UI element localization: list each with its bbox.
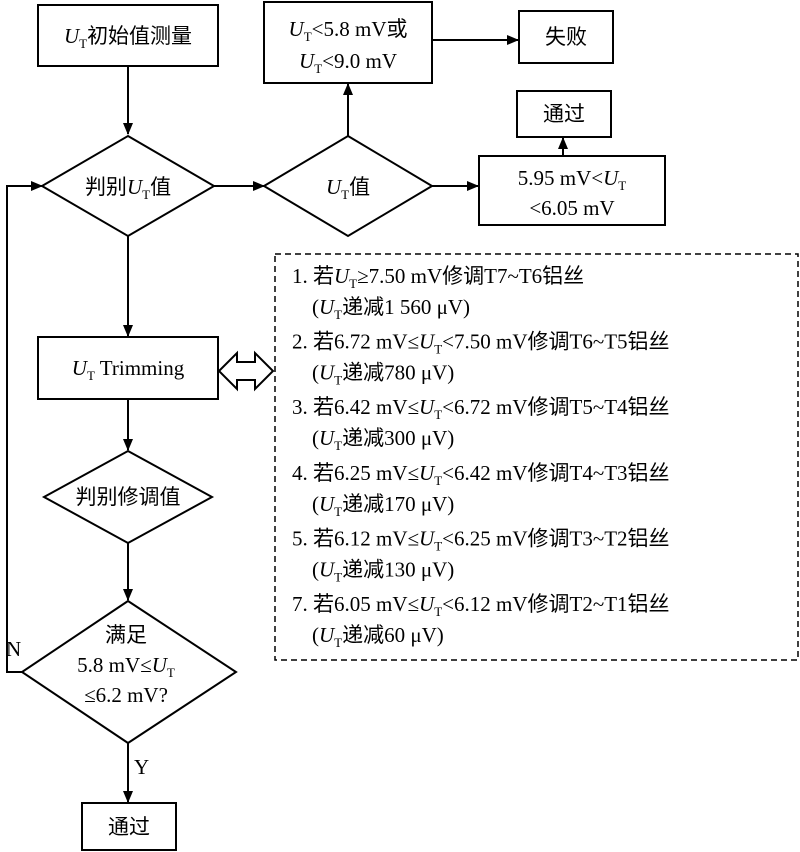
node-pass-top-label: 通过 xyxy=(543,102,585,126)
node-trimming: UT Trimming xyxy=(37,336,219,400)
rules-list: 1. 若UT≥7.50 mV修调T7~T6铝丝 (UT递减1 560 μV) 2. … xyxy=(292,264,670,650)
node-ut-value-label: UT值 xyxy=(326,175,370,202)
satisfy-line2: 5.8 mV≤UT xyxy=(77,653,175,680)
satisfy-line1: 满足 xyxy=(105,623,147,647)
rule-1-condition: 1. 若UT≥7.50 mV修调T7~T6铝丝 xyxy=(292,264,584,291)
node-ut-value: UT值 xyxy=(262,134,434,238)
node-pass-bottom: 通过 xyxy=(81,802,177,851)
rule-3-decrement: (UT递减300 μV) xyxy=(312,426,454,453)
pass-condition-line2: <6.05 mV xyxy=(529,196,614,220)
edge-label-yes: Y xyxy=(134,755,149,779)
rule-6-condition: 7. 若6.05 mV≤UT<6.12 mV修调T2~T1铝丝 xyxy=(292,592,670,619)
node-satisfy: 满足 5.8 mV≤UT ≤6.2 mV? xyxy=(20,599,238,745)
rule-2-condition: 2. 若6.72 mV≤UT<7.50 mV修调T6~T5铝丝 xyxy=(292,330,670,357)
node-pass-condition: 5.95 mV<UT <6.05 mV xyxy=(478,155,666,226)
rule-4-condition: 4. 若6.25 mV≤UT<6.42 mV修调T4~T3铝丝 xyxy=(292,461,670,488)
node-judge-trim-label: 判别修调值 xyxy=(76,485,181,509)
rule-6-decrement: (UT递减60 μV) xyxy=(312,623,444,650)
connectors xyxy=(6,35,568,803)
rule-5-condition: 5. 若6.12 mV≤UT<6.25 mV修调T3~T2铝丝 xyxy=(292,526,670,553)
double-arrow-link xyxy=(217,350,275,392)
rule-1-decrement: (UT递减1 560 μV) xyxy=(312,295,470,322)
node-judge-ut-label: 判别UT值 xyxy=(85,175,171,202)
node-pass-top: 通过 xyxy=(516,90,612,138)
node-fail-condition: UT<5.8 mV或 UT<9.0 mV xyxy=(263,1,433,84)
fail-condition-line1: UT<5.8 mV或 xyxy=(289,17,408,44)
rule-5-decrement: (UT递减130 μV) xyxy=(312,557,454,584)
fail-condition-line2: UT<9.0 mV xyxy=(299,49,397,76)
node-trimming-label: UT Trimming xyxy=(72,356,185,383)
rule-2-decrement: (UT递减780 μV) xyxy=(312,361,454,388)
node-start-label: UT初始值测量 xyxy=(64,24,192,51)
node-judge-ut: 判别UT值 xyxy=(40,134,216,238)
node-fail: 失败 xyxy=(518,10,614,64)
rules-panel: 1. 若UT≥7.50 mV修调T7~T6铝丝 (UT递减1 560 μV) 2. … xyxy=(274,253,799,661)
arrow-loop-back-no xyxy=(6,181,43,673)
node-pass-bottom-label: 通过 xyxy=(108,815,150,839)
edge-label-no: N xyxy=(6,637,21,661)
rule-4-decrement: (UT递减170 μV) xyxy=(312,492,454,519)
rule-3-condition: 3. 若6.42 mV≤UT<6.72 mV修调T5~T4铝丝 xyxy=(292,395,670,422)
pass-condition-line1: 5.95 mV<UT xyxy=(518,166,627,193)
node-fail-label: 失败 xyxy=(545,25,587,49)
node-start: UT初始值测量 xyxy=(37,4,219,67)
node-judge-trim: 判别修调值 xyxy=(41,449,215,545)
satisfy-line3: ≤6.2 mV? xyxy=(84,683,168,707)
